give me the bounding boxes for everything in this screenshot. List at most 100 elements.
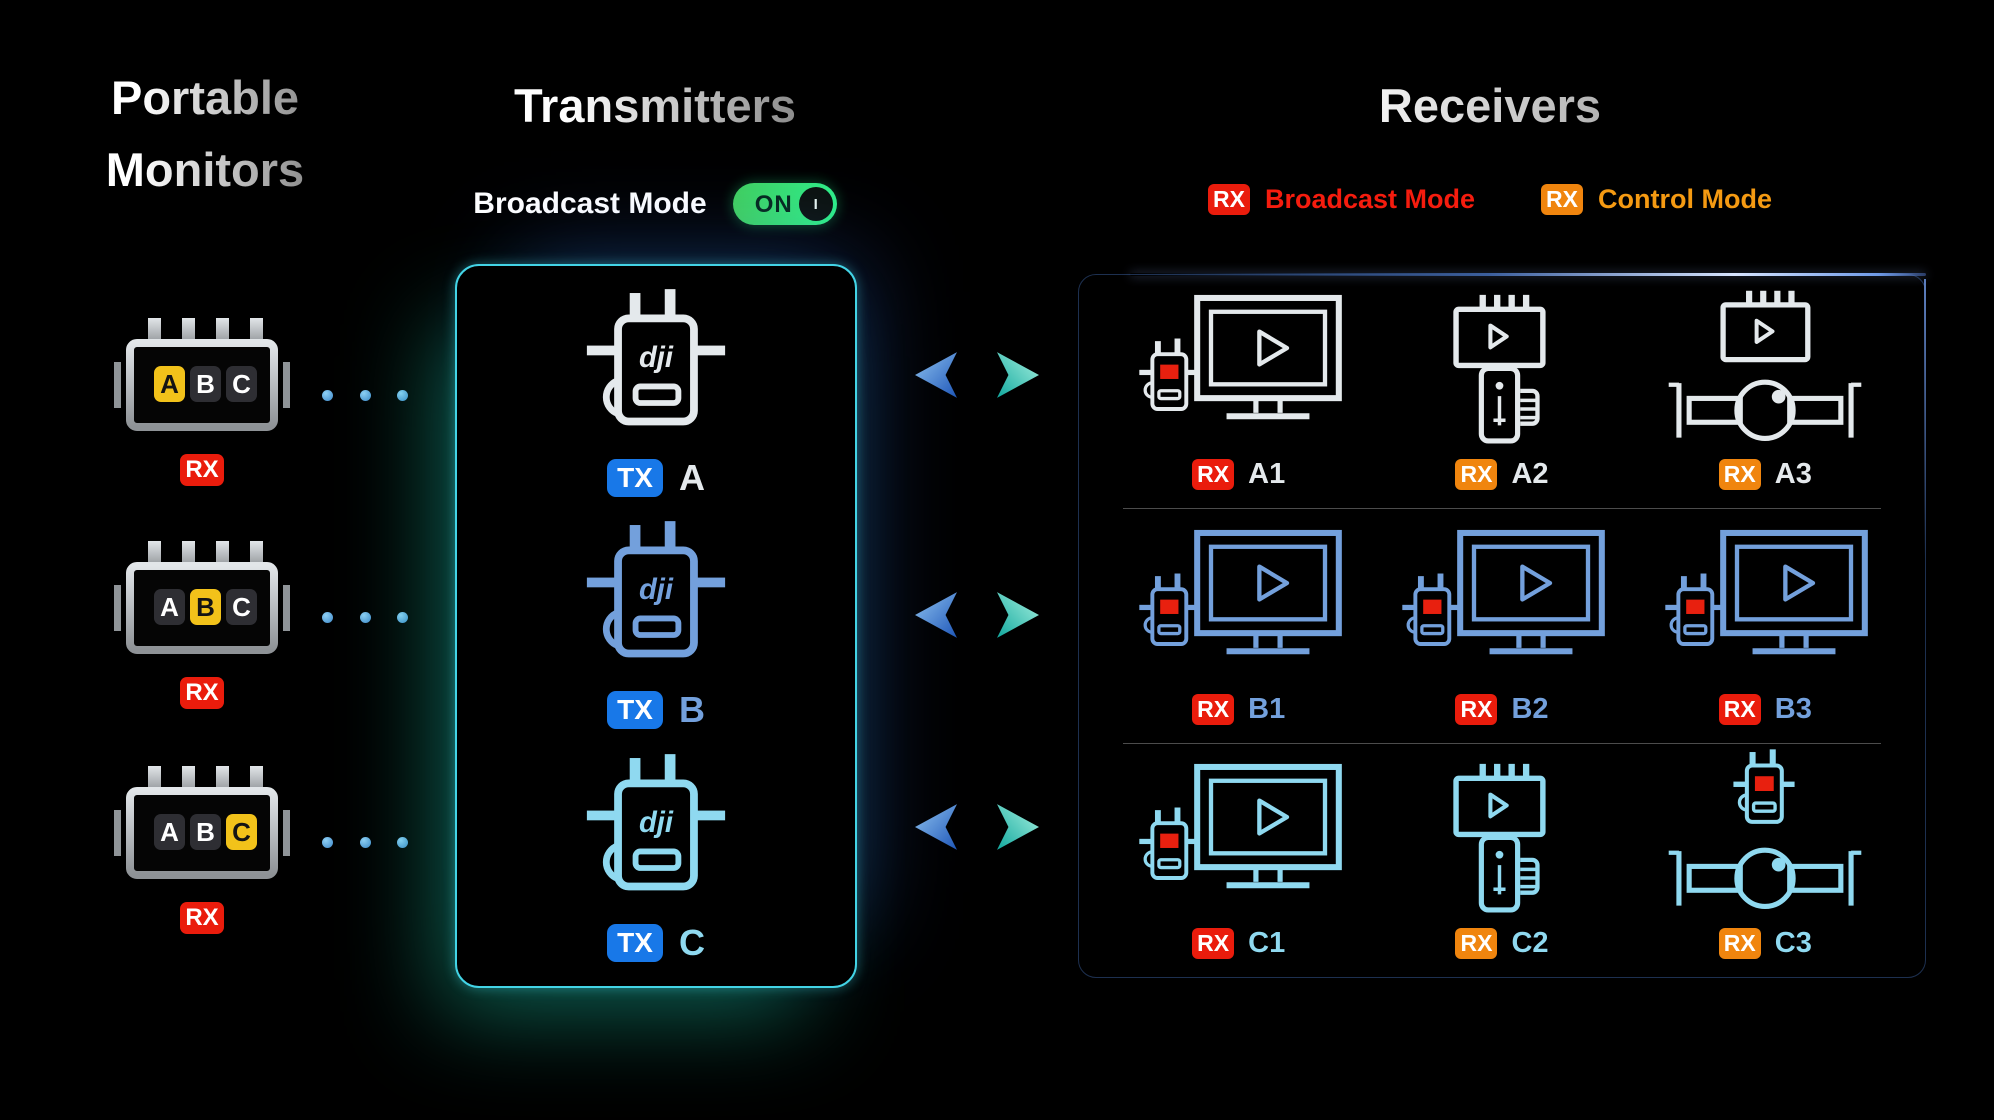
arrow-left-icon (915, 804, 957, 850)
broadcast-mode-toggle[interactable]: ON I (732, 183, 837, 225)
dot-icon (397, 390, 408, 401)
portable-monitors-title: Portable Monitors (55, 62, 355, 206)
rx-broadcast-badge: RX (1718, 693, 1761, 725)
monitor-icon (1457, 529, 1605, 654)
monitor-rx-badge: RX (180, 902, 224, 934)
toggle-on-text: ON (754, 191, 793, 218)
receiver-b1: RX B1 (1107, 509, 1370, 742)
receiver-c2: RX C2 (1370, 744, 1633, 977)
arrow-left-icon (915, 352, 957, 398)
receiver-monitor-setup (1134, 279, 1344, 447)
transmitter-letter: B (679, 689, 705, 730)
monitor-icon (1193, 295, 1342, 420)
monitor-icon (1720, 529, 1869, 654)
dot-icon (322, 612, 333, 623)
monitor-rx-badge: RX (180, 677, 224, 709)
arrow-right-icon (997, 352, 1039, 398)
receiver-name: A3 (1774, 458, 1812, 491)
dot-icon (397, 612, 408, 623)
receiver-panel: RX A1 RX A2 RX A3 (1078, 273, 1926, 978)
tx-device-icon: dji (586, 521, 726, 658)
receiver-c3: RX C3 (1634, 744, 1897, 977)
receiver-name: B1 (1248, 692, 1286, 725)
rx-control-badge: RX (1455, 459, 1498, 491)
receiver-a1: RX A1 (1107, 275, 1370, 508)
dot-icon (322, 837, 333, 848)
rx-device-icon (1138, 338, 1199, 412)
receiver-row-a: RX A1 RX A2 RX A3 (1079, 275, 1925, 508)
dot-icon (359, 612, 371, 623)
bidirectional-link-arrows (898, 592, 1056, 638)
receiver-name: B3 (1774, 692, 1812, 725)
transmitter-c: dji TX C (583, 753, 729, 964)
receiver-c1: RX C1 (1107, 744, 1370, 977)
rx-device-icon (1138, 573, 1199, 646)
gimbal-icon (1669, 379, 1862, 442)
svg-text:B: B (196, 369, 215, 399)
arrow-right-icon (997, 592, 1039, 638)
receiver-mode-legend: RX Broadcast Mode RX Control Mode (1140, 184, 1840, 215)
receiver-name: A2 (1511, 458, 1549, 491)
monitor-icon (1193, 529, 1342, 654)
rx-control-badge: RX (1455, 927, 1498, 959)
receiver-row-divider (1123, 742, 1881, 744)
legend-control-mode: RX Control Mode (1541, 184, 1772, 215)
bidirectional-link-arrows (898, 804, 1056, 850)
receiver-label: RX A2 (1455, 458, 1549, 491)
svg-text:B: B (196, 592, 215, 622)
transmitter-a: dji TX A (583, 288, 729, 499)
dot-icon (397, 837, 408, 848)
receiver-a2: RX A2 (1370, 275, 1633, 508)
portable-monitor-icon: A B C (114, 318, 290, 431)
mini-monitor-icon (1720, 291, 1811, 363)
portable-monitor-icon: A B C (114, 766, 290, 879)
receiver-gimbal-monitor-setup (1660, 279, 1870, 447)
legend-broadcast-mode: RX Broadcast Mode (1207, 184, 1476, 215)
ellipsis-dots (322, 612, 408, 623)
dot-icon (322, 390, 333, 401)
camera-grip-icon (1478, 366, 1540, 444)
receiver-panel-right-edge (1924, 279, 1926, 560)
legend-control-label: Control Mode (1598, 184, 1773, 214)
receiver-name: C1 (1248, 926, 1286, 959)
mini-monitor-icon (1453, 763, 1546, 838)
receiver-name: C2 (1511, 926, 1549, 959)
rx-broadcast-badge: RX (1192, 459, 1235, 491)
svg-text:C: C (232, 817, 251, 847)
dot-icon (359, 390, 371, 401)
rx-broadcast-badge: RX (1192, 927, 1235, 959)
transmitter-label: TX B (607, 689, 705, 731)
portable-monitor-icon: A B C (114, 541, 290, 654)
receiver-name: B2 (1511, 692, 1549, 725)
monitor-rx-badge: RX (180, 454, 224, 486)
portable-monitor-c: A B C RX (96, 764, 308, 934)
rx-broadcast-badge: RX (1192, 693, 1235, 725)
portable-monitor-a: A B C RX (96, 316, 308, 486)
legend-broadcast-label: Broadcast Mode (1264, 184, 1476, 214)
rx-device-icon (1402, 573, 1462, 646)
receiver-row-c: RX C1 RX C2 RX C3 (1079, 744, 1925, 977)
receiver-grip-setup (1397, 748, 1607, 916)
svg-text:A: A (160, 817, 179, 847)
receiver-row-divider (1123, 508, 1881, 510)
tx-badge: TX (607, 458, 663, 497)
portable-monitors-title-line1: Portable (110, 71, 300, 124)
transmitter-label: TX C (607, 922, 705, 964)
tx-badge: TX (607, 923, 663, 962)
ellipsis-dots (322, 390, 408, 401)
transmitter-letter: C (679, 921, 705, 963)
svg-text:B: B (196, 817, 215, 847)
svg-text:A: A (160, 369, 179, 399)
camera-grip-icon (1478, 834, 1540, 913)
bidirectional-link-arrows (898, 352, 1056, 398)
toggle-knob: I (798, 187, 833, 221)
transmitter-letter: A (679, 456, 705, 498)
receiver-monitor-setup (1134, 514, 1344, 682)
receiver-monitor-setup (1134, 748, 1344, 916)
receiver-name: C3 (1774, 926, 1812, 959)
receiver-gimbal-setup (1660, 748, 1870, 916)
svg-text:dji: dji (639, 807, 674, 839)
broadcast-mode-row: Broadcast Mode ON I (430, 180, 880, 228)
rx-device-icon (1138, 807, 1199, 880)
